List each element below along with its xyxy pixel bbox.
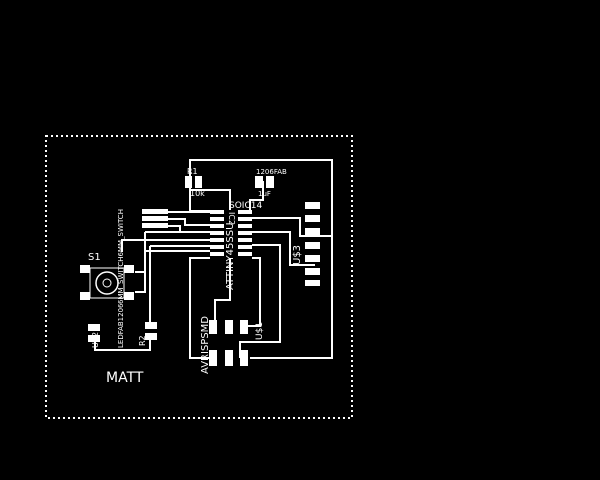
led-ref: U$2 — [91, 332, 100, 348]
isp-part: AVRISPSMD — [200, 316, 211, 374]
capacitor-c1: 1206FAB 1uF — [255, 168, 287, 198]
r1-ref: R1 — [187, 167, 198, 176]
ic-ref: IC2 — [227, 212, 236, 225]
ftdi-connector-u3: U$3 — [292, 202, 320, 286]
switch-ref: S1 — [88, 252, 101, 263]
switch-part: 6MM_SWITCH6MM_SWITCH — [117, 209, 125, 304]
ftdi-ref: U$3 — [292, 245, 303, 265]
left-header — [142, 209, 168, 228]
c1-ref: 1206FAB — [256, 168, 287, 176]
ic-package: SOIC14 — [229, 201, 262, 211]
board-outline — [45, 135, 353, 419]
led-u2: U$2 LEDFAB1206 — [88, 303, 125, 348]
ic-attiny45: SOIC14 IC2 ATTINY45SSU — [210, 201, 262, 290]
ic-part: ATTINY45SSU — [225, 223, 236, 290]
r1-value: 10k — [190, 189, 205, 198]
c1-value: 1uF — [258, 190, 271, 198]
board-name: MATT — [106, 370, 144, 386]
resistor-r1: R1 10k — [185, 167, 205, 198]
r2-ref: R2 — [138, 335, 147, 346]
isp-ref: U$1 — [255, 322, 265, 340]
led-part: LEDFAB1206 — [117, 303, 125, 348]
isp-header-u1: U$1 AVRISPSMD — [200, 316, 265, 374]
switch-s1: S1 6MM_SWITCH6MM_SWITCH — [80, 209, 134, 304]
traces — [94, 159, 333, 359]
resistor-r2: R2 — [138, 322, 157, 346]
